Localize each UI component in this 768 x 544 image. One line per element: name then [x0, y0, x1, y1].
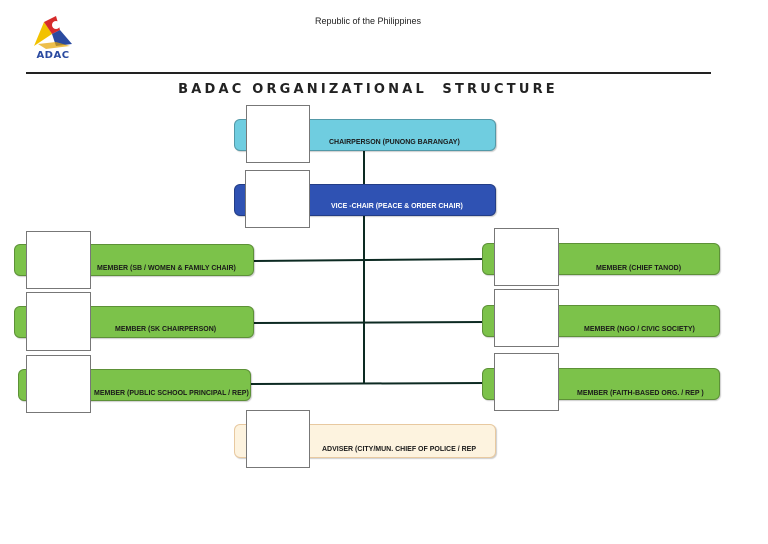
- header-divider: [26, 72, 711, 74]
- member-left-2-photo: [26, 292, 91, 351]
- page-title: BADAC ORGANIZATIONAL STRUCTURE: [178, 82, 558, 97]
- adac-logo: ADAC: [26, 14, 80, 62]
- vice-chair-photo: [245, 170, 310, 228]
- member-left-1-label: MEMBER (SB / WOMEN & FAMILY CHAIR): [97, 265, 236, 272]
- member-left-1-photo: [26, 231, 91, 289]
- member-right-3-label: MEMBER (FAITH-BASED ORG. / REP ): [577, 390, 704, 397]
- adac-emblem-icon: [34, 16, 72, 49]
- member-right-1-label: MEMBER (CHIEF TANOD): [596, 265, 682, 272]
- member-right-2-label: MEMBER (NGO / CIVIC SOCIETY): [584, 326, 695, 333]
- adviser-photo: [246, 410, 310, 468]
- member-left-3-label: MEMBER (PUBLIC SCHOOL PRINCIPAL / REP): [94, 390, 249, 397]
- member-right-3-photo: [494, 353, 559, 411]
- republic-text: Republic of the Philippines: [314, 16, 422, 26]
- member-left-2-label: MEMBER (SK CHAIRPERSON): [115, 326, 217, 333]
- member-right-2-photo: [494, 289, 559, 347]
- adviser-label: ADVISER (CITY/MUN. CHIEF OF POLICE / REP: [322, 446, 477, 453]
- chairperson-label: CHAIRPERSON (PUNONG BARANGAY): [329, 139, 460, 146]
- vice-chair-label: VICE -CHAIR (PEACE & ORDER CHAIR): [331, 203, 463, 210]
- chairperson-photo: [246, 105, 310, 163]
- member-right-1-photo: [494, 228, 559, 286]
- member-left-3-photo: [26, 355, 91, 413]
- logo-text: ADAC: [36, 50, 70, 61]
